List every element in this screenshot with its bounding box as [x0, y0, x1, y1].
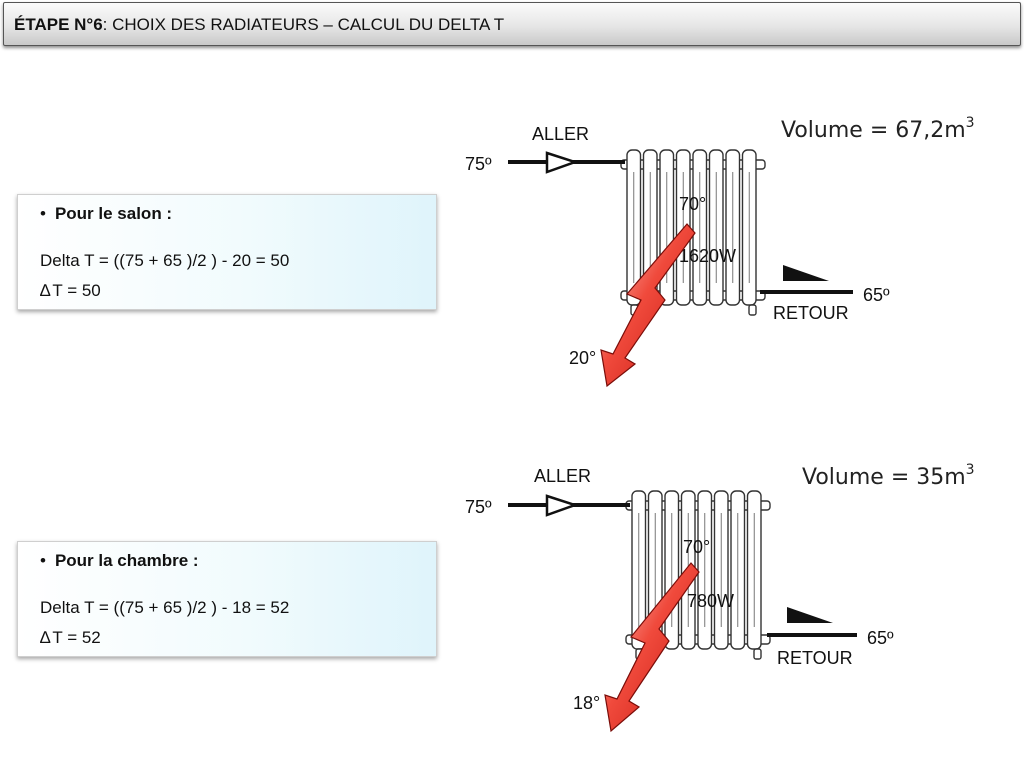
radiator-icon: [625, 490, 771, 660]
salon-volume-label: Volume = 67,2m3: [781, 115, 975, 143]
radiator-foot: [748, 304, 757, 316]
supply-arrow-icon: [545, 151, 579, 174]
chambre-return-temp: 65º: [867, 628, 894, 648]
slide-title-bar: ÉTAPE N°6: CHOIX DES RADIATEURS – CALCUL…: [3, 2, 1021, 46]
radiator-foot: [753, 648, 762, 660]
delta-icon: ∆: [40, 628, 51, 647]
chambre-radiator-diagram: ALLER 75º 65º RETOUR 70° 780W 18°: [465, 466, 894, 733]
salon-return-label: RETOUR: [773, 303, 849, 323]
salon-heading-text: Pour le salon :: [54, 204, 173, 223]
delta-icon: ∆: [40, 281, 51, 300]
chambre-radiator-temp: 70°: [683, 537, 710, 557]
bullet: •: [40, 204, 46, 223]
salon-radiator-diagram: ALLER 75º 65º RETOUR 70° 1620W 20°: [465, 124, 890, 388]
heat-lightning-arrow-icon: [604, 562, 700, 733]
return-arrow-icon: [787, 607, 833, 623]
return-arrow-icon: [783, 265, 829, 281]
supply-arrow-icon: [545, 494, 579, 517]
salon-supply-temp: 75º: [465, 154, 492, 174]
chambre-volume-label: Volume = 35m3: [802, 462, 975, 490]
bullet: •: [40, 551, 46, 570]
salon-return-temp: 65º: [863, 285, 890, 305]
chambre-room-temp: 18°: [573, 693, 600, 713]
chambre-heading-text: Pour la chambre :: [54, 551, 199, 570]
salon-power: 1620W: [679, 246, 736, 266]
chambre-volume-text: Volume = 35m: [802, 465, 966, 490]
chambre-return-label: RETOUR: [777, 648, 853, 668]
chambre-delta-value: T = 52: [52, 628, 101, 647]
heat-lightning-arrow-icon: [600, 223, 696, 388]
salon-heading: • Pour le salon :: [40, 204, 172, 224]
salon-radiator-temp: 70°: [679, 194, 706, 214]
salon-room-temp: 20°: [569, 348, 596, 368]
chambre-heading: • Pour la chambre :: [40, 551, 199, 571]
salon-volume-exponent: 3: [965, 115, 975, 131]
chambre-power: 780W: [687, 591, 734, 611]
salon-supply-label: ALLER: [532, 124, 589, 144]
salon-volume-text: Volume = 67,2m: [781, 118, 966, 143]
salon-delta-result: ∆T = 50: [40, 281, 101, 301]
chambre-supply-label: ALLER: [534, 466, 591, 486]
chambre-delta-result: ∆T = 52: [40, 628, 101, 648]
chambre-formula: Delta T = ((75 + 65 )/2 ) - 18 = 52: [40, 598, 290, 617]
chambre-volume-exponent: 3: [965, 462, 975, 478]
chambre-calculation-card: • Pour la chambre : Delta T = ((75 + 65 )…: [17, 541, 437, 657]
slide-title: ÉTAPE N°6: CHOIX DES RADIATEURS – CALCUL…: [14, 15, 504, 35]
slide-title-subject: : CHOIX DES RADIATEURS – CALCUL DU DELTA…: [102, 15, 505, 34]
salon-calculation-card: • Pour le salon : Delta T = ((75 + 65 )/2…: [17, 194, 437, 310]
slide-title-step: ÉTAPE N°6: [14, 15, 103, 34]
chambre-supply-temp: 75º: [465, 497, 492, 517]
salon-delta-value: T = 50: [52, 281, 101, 300]
radiator-icon: [620, 149, 766, 316]
salon-formula: Delta T = ((75 + 65 )/2 ) - 20 = 50: [40, 251, 290, 270]
